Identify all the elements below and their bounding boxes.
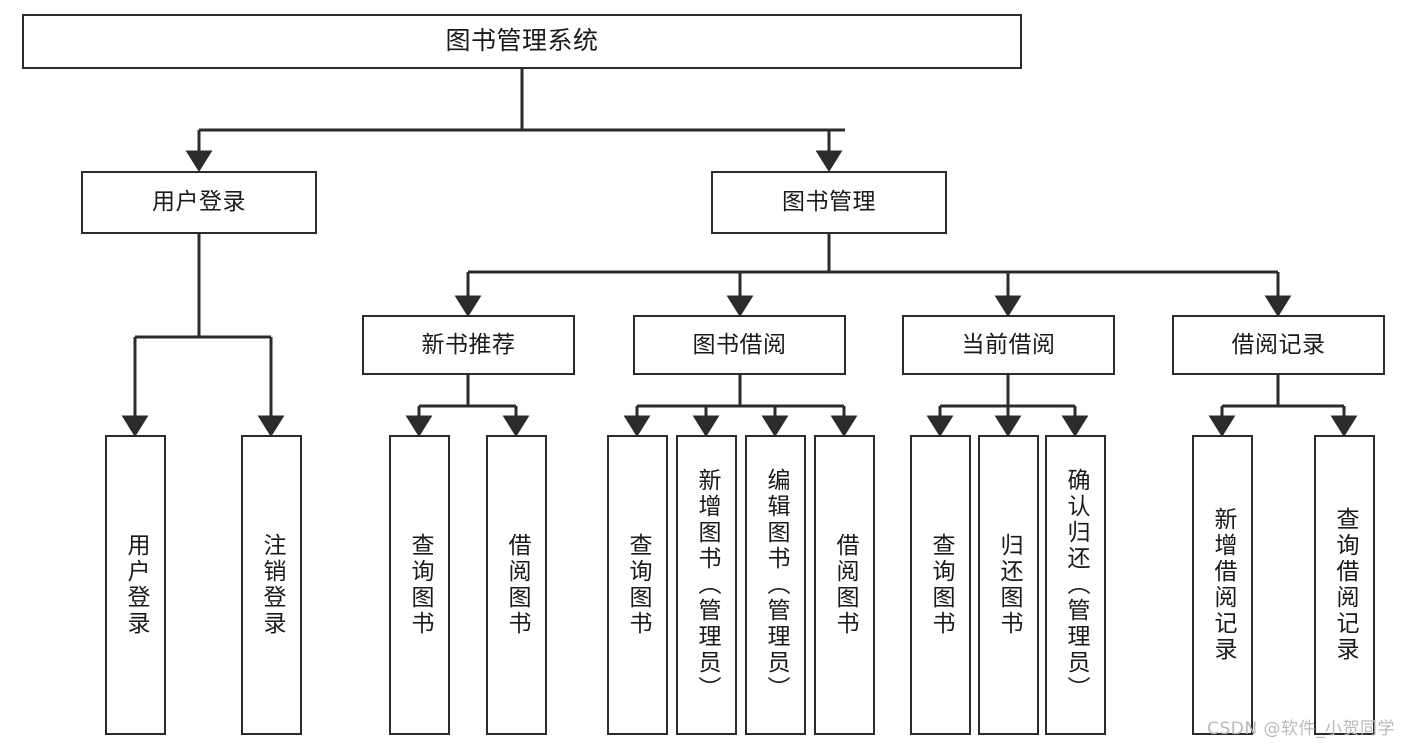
node-label: 新增图书（管理员） [694, 468, 720, 702]
node-book-borrow[interactable]: 图书借阅 [633, 315, 846, 375]
node-borrow-record[interactable]: 借阅记录 [1172, 315, 1385, 375]
node-new-book-recommendation[interactable]: 新书推荐 [362, 315, 575, 375]
node-label: 归还图书 [996, 533, 1022, 637]
leaf-query-borrow-record[interactable]: 查询借阅记录 [1314, 435, 1375, 735]
leaf-query-book-current[interactable]: 查询图书 [910, 435, 971, 735]
node-label: 图书管理系统 [445, 26, 599, 56]
leaf-confirm-return-admin[interactable]: 确认归还（管理员） [1045, 435, 1106, 735]
node-root-system[interactable]: 图书管理系统 [22, 14, 1022, 69]
leaf-borrow-book-new[interactable]: 借阅图书 [486, 435, 547, 735]
node-label: 新书推荐 [421, 331, 516, 358]
node-label: 查询图书 [407, 533, 433, 637]
node-label: 查询图书 [928, 533, 954, 637]
node-label: 图书管理 [782, 189, 876, 216]
node-label: 用户登录 [123, 533, 149, 637]
node-label: 借阅图书 [832, 533, 858, 637]
node-label: 新增借阅记录 [1210, 507, 1236, 663]
leaf-edit-book-admin[interactable]: 编辑图书（管理员） [745, 435, 806, 735]
node-label: 借阅图书 [504, 533, 530, 637]
watermark: CSDN @软件_小贺同学 [1207, 719, 1395, 739]
node-label: 查询借阅记录 [1332, 507, 1358, 663]
node-label: 确认归还（管理员） [1063, 468, 1089, 702]
leaf-query-book-borrow[interactable]: 查询图书 [607, 435, 668, 735]
node-label: 查询图书 [625, 533, 651, 637]
node-label: 注销登录 [259, 533, 285, 637]
node-label: 当前借阅 [961, 331, 1056, 358]
node-label: 编辑图书（管理员） [763, 468, 789, 702]
node-label: 用户登录 [152, 189, 246, 216]
leaf-add-book-admin[interactable]: 新增图书（管理员） [676, 435, 737, 735]
node-current-borrow[interactable]: 当前借阅 [902, 315, 1115, 375]
node-label: 借阅记录 [1231, 331, 1326, 358]
leaf-add-borrow-record[interactable]: 新增借阅记录 [1192, 435, 1253, 735]
leaf-return-book[interactable]: 归还图书 [978, 435, 1039, 735]
leaf-borrow-book[interactable]: 借阅图书 [814, 435, 875, 735]
leaf-user-login[interactable]: 用户登录 [105, 435, 166, 735]
node-user-login[interactable]: 用户登录 [81, 171, 317, 234]
node-book-management[interactable]: 图书管理 [711, 171, 947, 234]
leaf-query-book-new[interactable]: 查询图书 [389, 435, 450, 735]
leaf-logout[interactable]: 注销登录 [241, 435, 302, 735]
node-label: 图书借阅 [692, 331, 787, 358]
